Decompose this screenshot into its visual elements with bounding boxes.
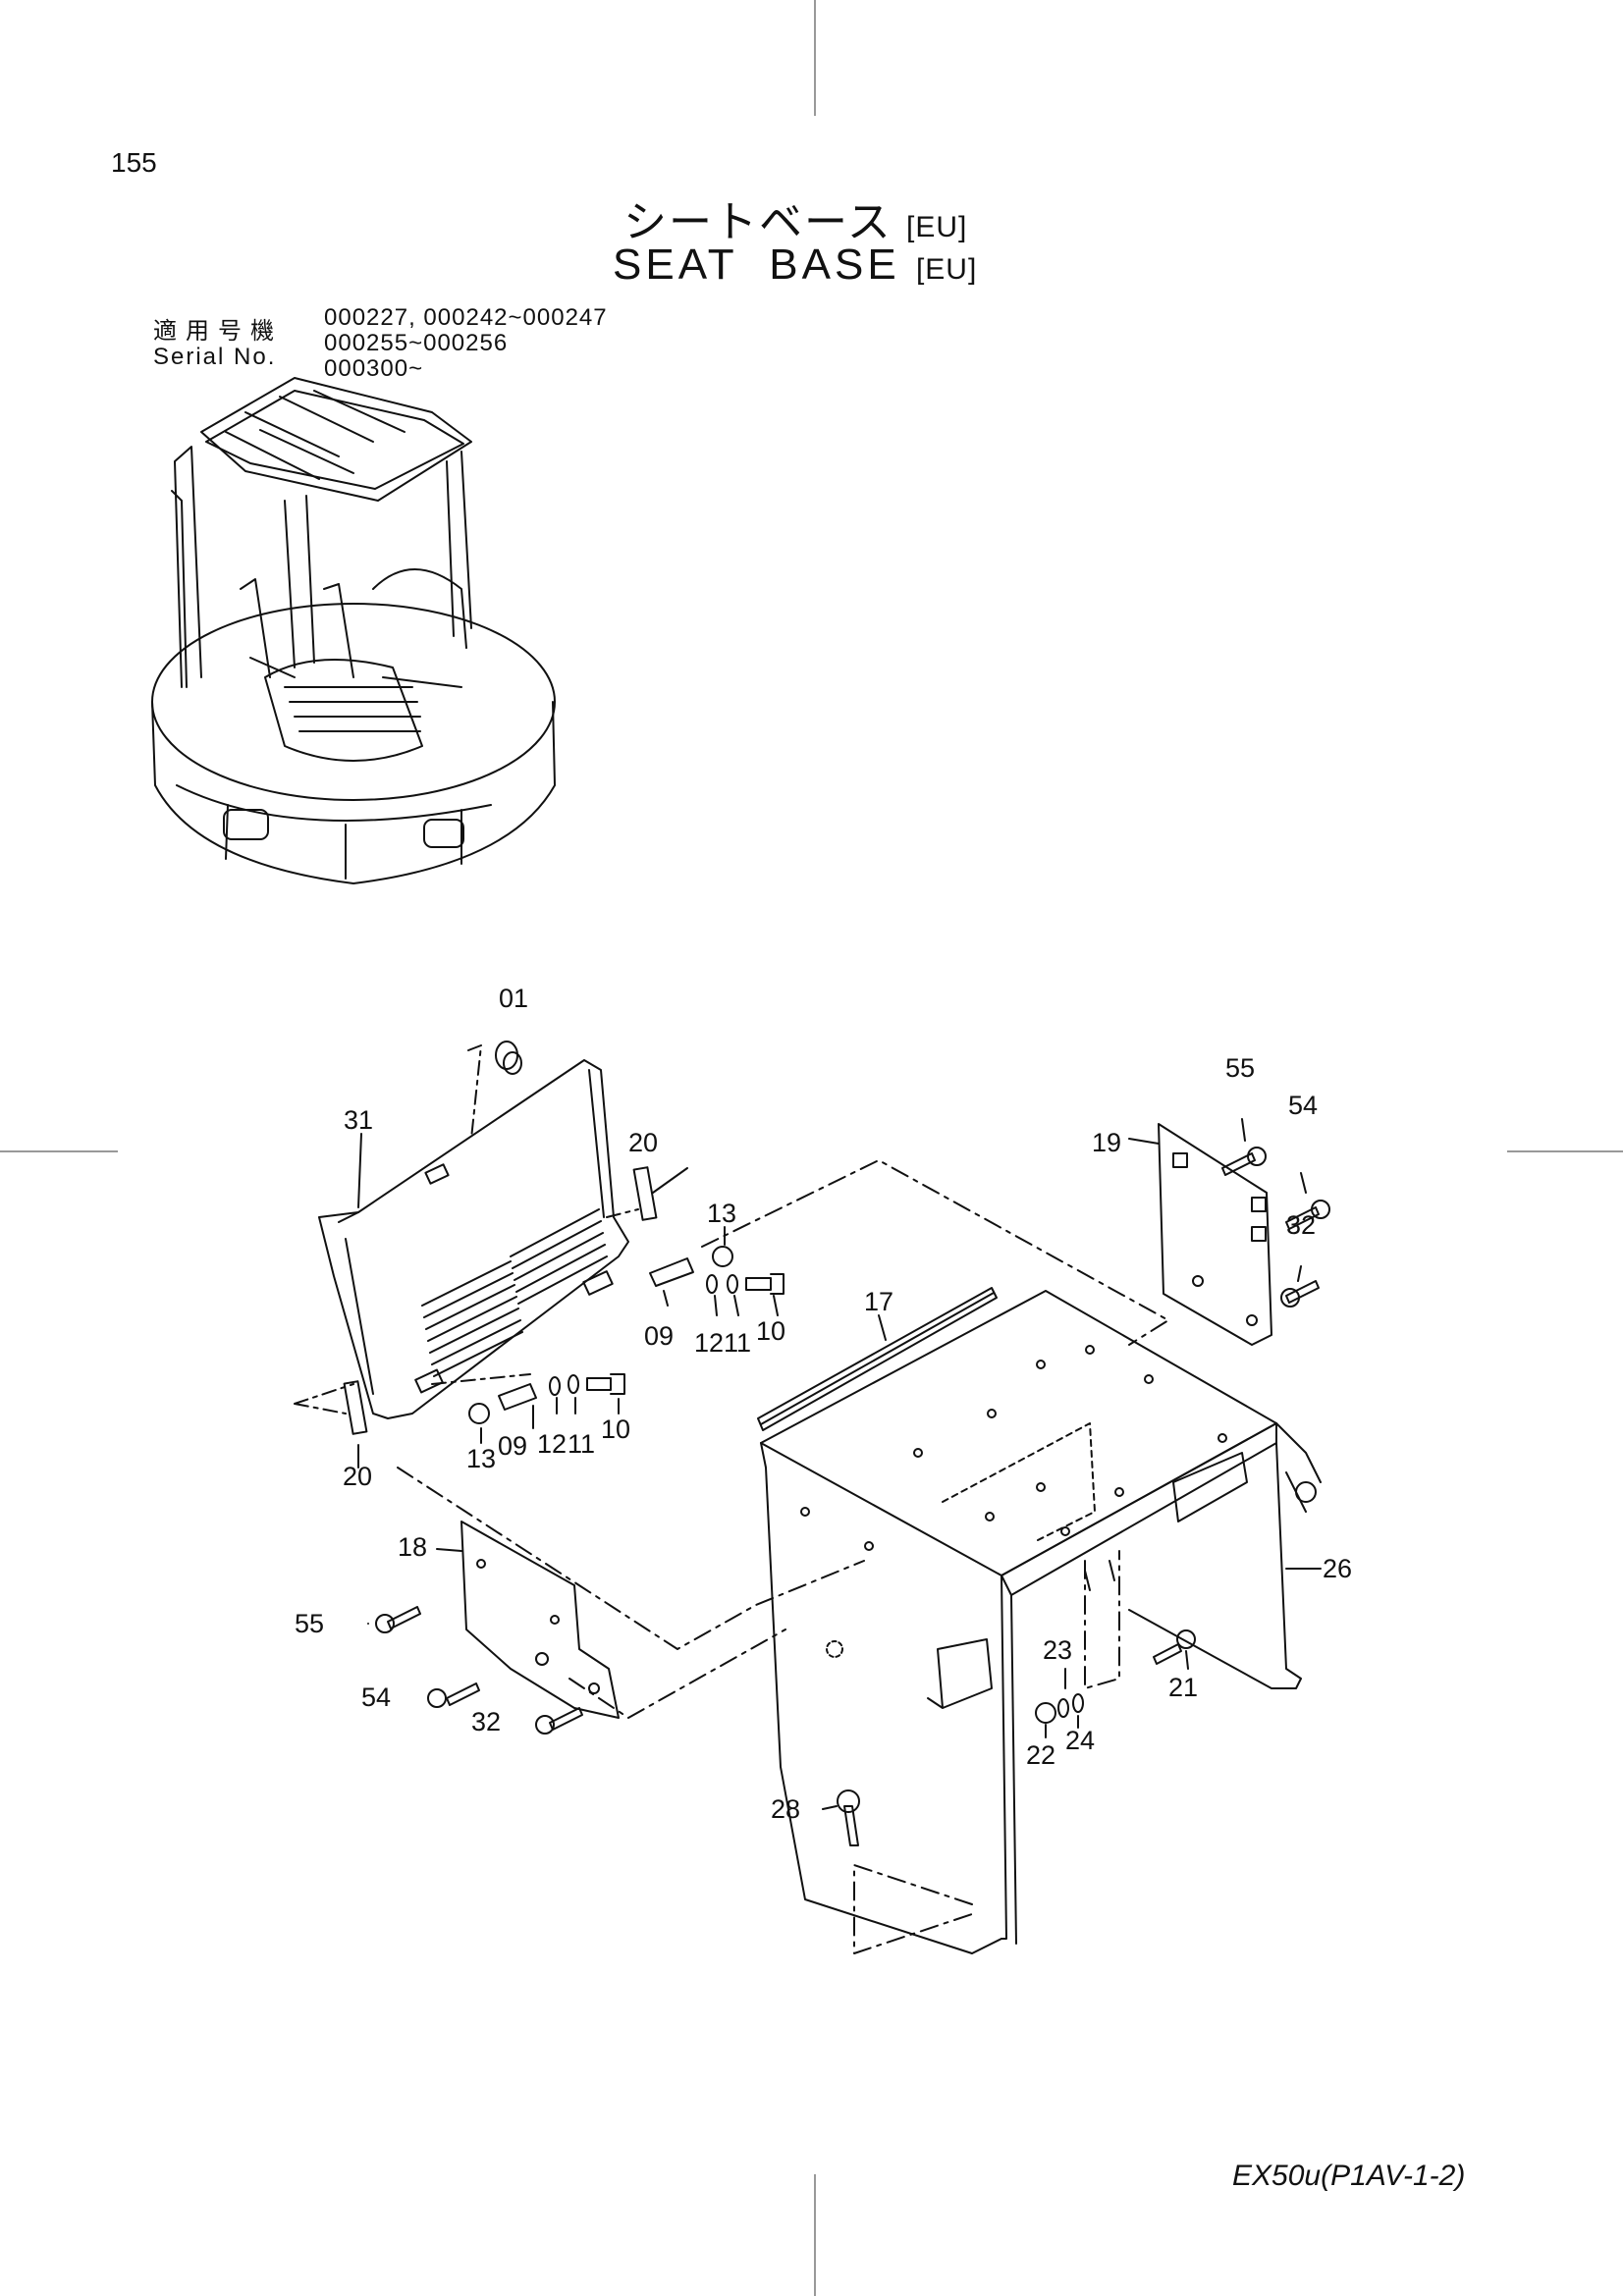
serial-value: 000300~ [324, 355, 424, 382]
callout-label: 18 [398, 1532, 427, 1562]
callout-label: 20 [343, 1462, 372, 1491]
footer-model-code: EX50u(P1AV-1-2) [1232, 2160, 1466, 2192]
callout-labels: 01 31 20 13 09 12 11 10 20 13 09 12 11 1… [295, 984, 1352, 1824]
callout-label: 19 [1092, 1128, 1121, 1157]
title-english: SEAT BASE [EU] [613, 240, 977, 290]
callout-label: 28 [771, 1794, 800, 1824]
callout-label: 23 [1043, 1635, 1072, 1665]
callout-label: 13 [466, 1444, 496, 1473]
callout-label: 13 [707, 1199, 736, 1228]
seat-base-frame [760, 1290, 1322, 1954]
callout-label: 32 [1286, 1210, 1316, 1240]
title-en-text: SEAT BASE [613, 240, 900, 289]
callout-label: 31 [344, 1105, 373, 1135]
callout-label: 10 [601, 1415, 630, 1444]
callout-label: 12 [537, 1429, 567, 1459]
serial-label-en: Serial No. [153, 344, 277, 370]
crop-mark-left [0, 1150, 118, 1152]
callout-label: 12 [694, 1328, 724, 1358]
callout-label: 22 [1026, 1740, 1055, 1770]
title-japanese: シートベース [EU] [623, 187, 967, 249]
callout-label: 21 [1168, 1673, 1198, 1702]
crop-mark-bottom [814, 2174, 816, 2296]
callout-label: 09 [498, 1431, 527, 1461]
serial-value: 000255~000256 [324, 330, 509, 356]
rubber-strip-part [343, 1380, 368, 1435]
callout-label: 55 [295, 1609, 324, 1638]
title-jp-text: シートベース [623, 198, 893, 246]
callout-label: 20 [628, 1128, 658, 1157]
callout-label: 17 [864, 1287, 893, 1316]
callout-label: 26 [1323, 1554, 1352, 1583]
callout-label: 09 [644, 1321, 674, 1351]
callout-label: 10 [756, 1316, 785, 1346]
right-bracket [1158, 1123, 1272, 1346]
callout-label: 54 [361, 1682, 391, 1712]
bolt-part [375, 1147, 1330, 1846]
serial-value: 000227, 000242~000247 [324, 304, 608, 331]
crop-mark-right [1507, 1150, 1623, 1152]
callout-label: 54 [1288, 1091, 1318, 1120]
region-tag-jp: [EU] [906, 211, 968, 243]
callout-label: 32 [471, 1707, 501, 1736]
latch-hardware-upper [649, 1246, 784, 1295]
serial-label-jp: 適用号機 [153, 318, 283, 345]
callout-label: 55 [1225, 1053, 1255, 1083]
crop-mark-top [814, 0, 816, 116]
callout-label: 24 [1065, 1726, 1095, 1755]
left-bracket [460, 1521, 620, 1719]
rubber-strip-part [632, 1166, 658, 1221]
nut-washer-part [1035, 1693, 1084, 1724]
callout-label: 11 [568, 1429, 595, 1459]
grommet-part [495, 1041, 522, 1075]
callout-label: 01 [499, 984, 528, 1013]
region-tag-en: [EU] [915, 253, 978, 286]
callout-label: 11 [724, 1328, 751, 1358]
page-number: 155 [111, 147, 157, 178]
machine-overview-illustration [151, 377, 556, 884]
gasket-strip-part [757, 1287, 998, 1431]
seat-cover-panel [318, 1059, 629, 1419]
latch-hardware-lower [431, 1373, 625, 1424]
